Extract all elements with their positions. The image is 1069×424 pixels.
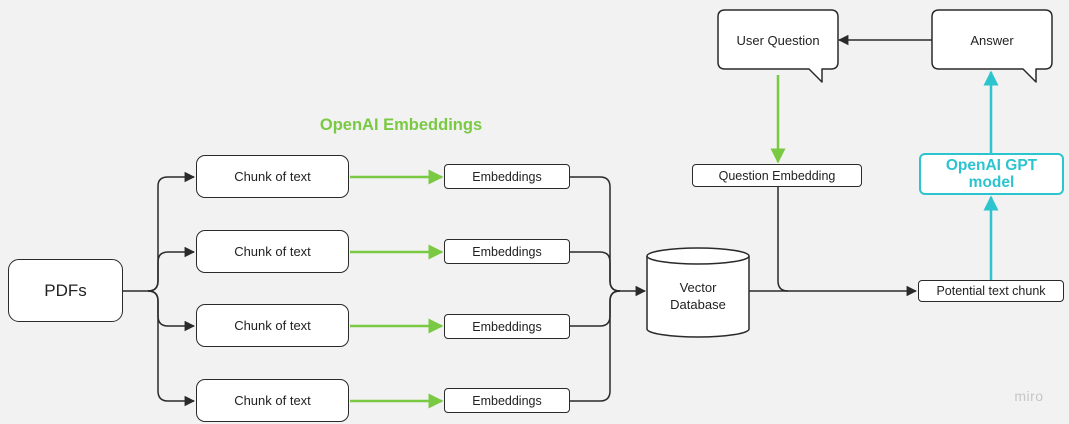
openai-embeddings-title: OpenAI Embeddings [319,116,483,134]
answer-label: Answer [970,32,1014,48]
chunk-of-text-node: Chunk of text [196,304,349,347]
vector-database-label-line1: Vector [679,280,717,295]
chunk-of-text-node: Chunk of text [196,379,349,422]
vector-database-label: Vector Database [646,262,750,330]
question-embedding-node: Question Embedding [692,164,862,187]
embeddings-node: Embeddings [444,239,570,264]
vector-database-cylinder [646,247,750,338]
chunk-to-embedding-arrows [350,169,444,409]
gpt-model-label-line1: OpenAI GPT [945,157,1038,174]
user-question-bubble [717,9,839,83]
miro-watermark: miro [1014,388,1044,404]
user-question-label: User Question [736,32,820,48]
pdfs-node: PDFs [8,259,123,322]
embeddings-node: Embeddings [444,314,570,339]
chunk-of-text-node: Chunk of text [196,230,349,273]
gpt-model-label-line2: model [968,174,1015,191]
embeddings-to-database-connectors [570,176,647,402]
vector-database-label-line2: Database [670,297,726,312]
potential-text-chunk-node: Potential text chunk [918,280,1064,302]
pdfs-to-chunks-connectors [123,171,196,407]
embeddings-node: Embeddings [444,164,570,189]
openai-gpt-model-node: OpenAI GPT model [919,153,1064,195]
retrieval-connectors [749,187,918,297]
embeddings-node: Embeddings [444,388,570,413]
answer-bubble [931,9,1053,83]
chunk-of-text-node: Chunk of text [196,155,349,198]
